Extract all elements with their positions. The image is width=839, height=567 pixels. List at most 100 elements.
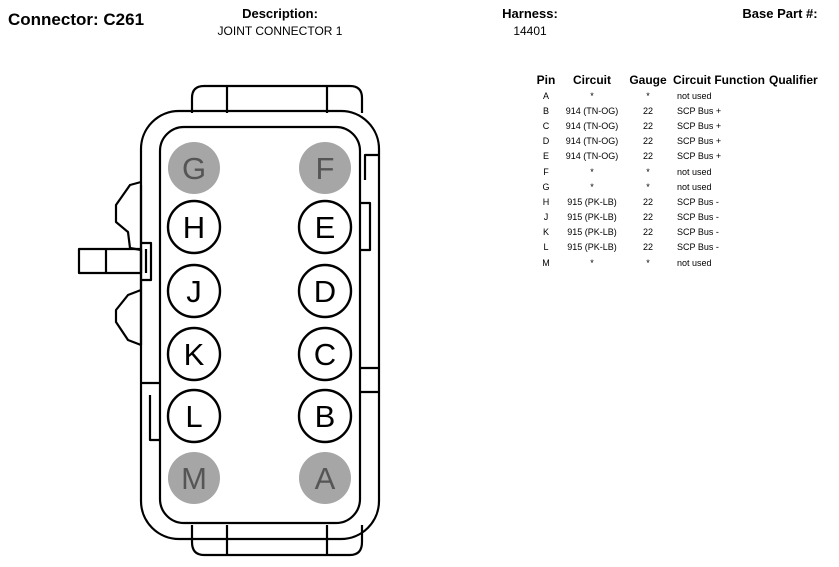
description-block: Description: JOINT CONNECTOR 1	[190, 6, 370, 38]
cell-pin: A	[542, 90, 549, 101]
table-row: G**not used	[533, 179, 820, 194]
pin-label: M	[181, 461, 207, 496]
pin-label: L	[185, 399, 202, 434]
col-pin: Pin	[536, 73, 556, 87]
table-row: J 915 (PK-LB) 22 SCP Bus -	[533, 210, 820, 225]
description-label: Description:	[242, 6, 318, 21]
description-value: JOINT CONNECTOR 1	[217, 24, 343, 38]
cell-circuit: 914 (TN-OG)	[565, 151, 619, 162]
cell-pin: E	[542, 151, 549, 162]
col-gauge: Gauge	[629, 73, 667, 87]
pin-cavity-d: D	[297, 263, 353, 319]
cell-circuit: 915 (PK-LB)	[567, 212, 617, 223]
pin-circle	[299, 142, 351, 194]
cell-function: SCP Bus +	[677, 120, 722, 131]
cell-gauge: 22	[642, 212, 653, 223]
cell-gauge: 22	[642, 136, 653, 147]
connector-housing	[77, 84, 381, 557]
cell-function: SCP Bus -	[677, 227, 719, 238]
table-row: H 915 (PK-LB) 22 SCP Bus -	[533, 194, 820, 209]
base-part-block: Base Part #:	[720, 6, 839, 21]
pin-cavity-e: E	[297, 199, 353, 255]
harness-value: 14401	[513, 24, 547, 38]
cell-circuit: *	[590, 90, 594, 101]
cell-circuit: 914 (TN-OG)	[565, 136, 619, 147]
cell-circuit: 914 (TN-OG)	[565, 120, 619, 131]
cell-function: SCP Bus +	[677, 151, 722, 162]
cell-pin: H	[542, 196, 550, 207]
pin-label: K	[184, 337, 205, 372]
pin-label: B	[315, 399, 336, 434]
pin-circle	[297, 388, 353, 444]
pin-circle	[166, 388, 222, 444]
cell-function: SCP Bus -	[677, 196, 719, 207]
pin-label: J	[186, 274, 202, 309]
table-row: E 914 (TN-OG) 22 SCP Bus +	[533, 149, 820, 164]
pin-label: D	[314, 274, 336, 309]
pin-label: C	[314, 337, 336, 372]
pin-label: F	[316, 151, 335, 186]
cell-gauge: *	[646, 257, 650, 268]
table-row: C 914 (TN-OG) 22 SCP Bus +	[533, 118, 820, 133]
cell-function: SCP Bus +	[677, 105, 722, 116]
pin-circle	[168, 142, 220, 194]
pin-label: G	[182, 151, 206, 186]
pin-cavity-j: J	[166, 263, 222, 319]
pin-cavity-k: K	[166, 326, 222, 382]
pin-cavity-m: M	[168, 452, 220, 504]
cell-circuit: *	[590, 166, 594, 177]
pin-label: E	[315, 210, 336, 245]
table-header-row: Pin Circuit Gauge Circuit Function Quali…	[533, 72, 820, 88]
pin-cavity-g: G	[168, 142, 220, 194]
pin-table: Pin Circuit Gauge Circuit Function Quali…	[533, 72, 820, 270]
cell-gauge: 22	[642, 151, 653, 162]
cell-pin: M	[542, 257, 550, 268]
cell-pin: J	[543, 212, 549, 223]
cell-pin: L	[543, 242, 549, 253]
pin-circle	[297, 263, 353, 319]
cell-function: not used	[677, 181, 712, 192]
pin-circle	[166, 263, 222, 319]
col-circuit: Circuit	[572, 73, 611, 87]
cell-circuit: 915 (PK-LB)	[567, 242, 617, 253]
col-function: Circuit Function	[673, 73, 765, 87]
cell-gauge: *	[646, 90, 650, 101]
cell-gauge: 22	[642, 105, 653, 116]
cell-pin: D	[542, 136, 550, 147]
cell-circuit: 915 (PK-LB)	[567, 196, 617, 207]
base-part-label: Base Part #:	[742, 6, 818, 21]
cell-function: SCP Bus -	[677, 212, 719, 223]
pin-cavity-h: H	[166, 199, 222, 255]
cell-circuit: 915 (PK-LB)	[567, 227, 617, 238]
cell-gauge: *	[646, 181, 650, 192]
cell-pin: B	[542, 105, 549, 116]
cell-pin: G	[542, 181, 550, 192]
pin-cavity-b: B	[297, 388, 353, 444]
harness-block: Harness: 14401	[480, 6, 580, 38]
pin-cavity-f: F	[299, 142, 351, 194]
cell-pin: C	[542, 120, 550, 131]
cell-function: not used	[677, 257, 712, 268]
cell-function: not used	[677, 90, 712, 101]
table-row: M * * not used	[533, 255, 820, 270]
pin-label: H	[183, 210, 205, 245]
cell-gauge: 22	[642, 196, 653, 207]
pin-circle	[297, 326, 353, 382]
cell-pin: K	[542, 227, 549, 238]
harness-label: Harness:	[502, 6, 558, 21]
connector-title: Connector: C261	[8, 10, 145, 29]
cell-gauge: 22	[642, 120, 653, 131]
pin-cavity-l: L	[166, 388, 222, 444]
pin-circle	[166, 326, 222, 382]
pin-label: A	[315, 461, 336, 496]
pin-circle	[297, 199, 353, 255]
cell-gauge: 22	[642, 242, 653, 253]
cell-circuit: *	[590, 257, 594, 268]
table-row: F**not used	[533, 164, 820, 179]
col-qualifier: Qualifier	[769, 73, 818, 87]
